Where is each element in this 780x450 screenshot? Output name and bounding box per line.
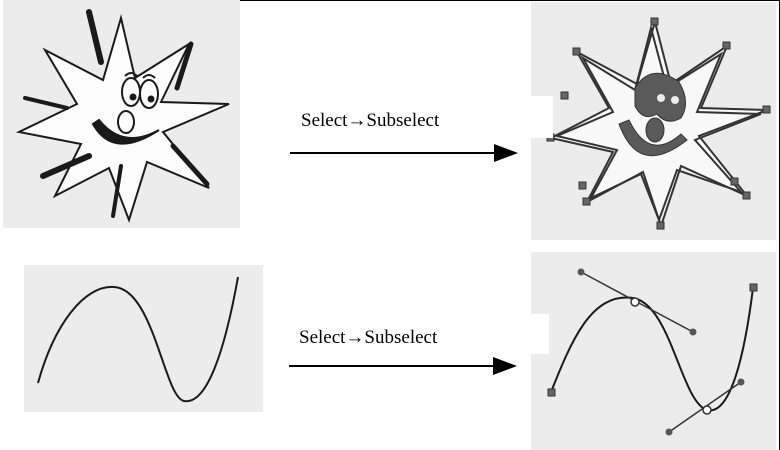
row1-arrow <box>290 144 518 162</box>
bezier-curve-illustration <box>37 276 239 403</box>
row2-action-label: Select→Subselect <box>299 327 438 348</box>
row2-arrow <box>289 357 517 375</box>
star-after-panel <box>531 2 776 240</box>
panel-cutout <box>531 314 549 354</box>
panel-cutout <box>531 96 553 138</box>
curve-before-panel <box>24 265 263 412</box>
bezier-curve-subselected-illustration <box>547 268 758 436</box>
star-cartoon-illustration <box>15 9 230 224</box>
frame-top-border <box>240 0 780 1</box>
star-before-panel <box>3 0 240 228</box>
curve-after-panel <box>531 252 776 450</box>
star-subselected-illustration <box>546 17 771 230</box>
row1-action-label: Select→Subselect <box>301 110 440 131</box>
